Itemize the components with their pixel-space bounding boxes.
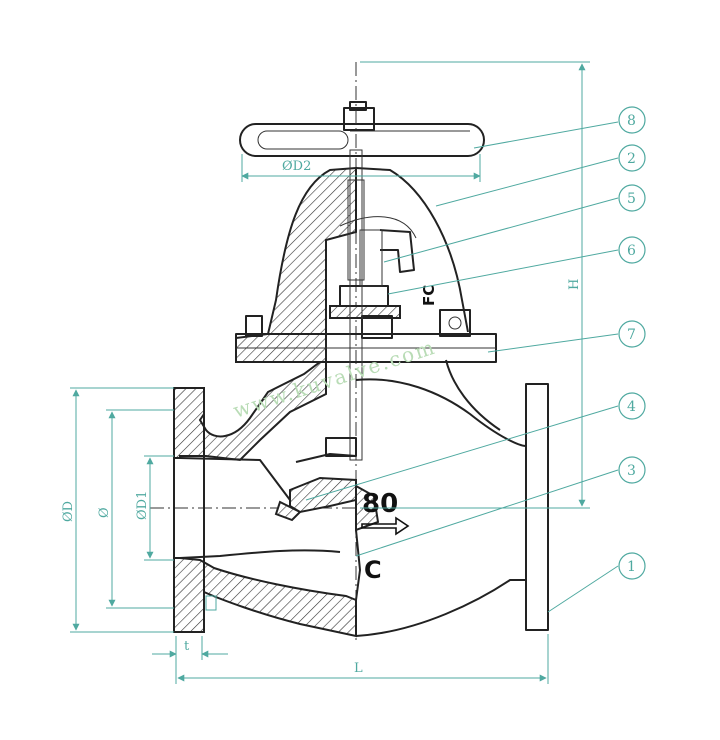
dim-flange-outer: ØD bbox=[61, 501, 76, 522]
size-marking: 80 bbox=[362, 489, 398, 519]
dim-bolt-circle: Ø bbox=[97, 507, 112, 518]
dim-flange-thickness: t bbox=[184, 639, 190, 654]
callout-label: 8 bbox=[627, 113, 636, 129]
callout-label: 6 bbox=[627, 243, 636, 259]
callout-8: 8 bbox=[618, 106, 646, 134]
dimensions: ØD2 H ØD Ø ØD1 t L bbox=[61, 61, 590, 684]
callout-label: 2 bbox=[627, 151, 636, 167]
dim-handwheel-diameter: ØD2 bbox=[282, 159, 311, 174]
bonnet bbox=[235, 166, 497, 363]
dim-height: H bbox=[567, 279, 582, 290]
handwheel bbox=[239, 101, 485, 157]
callout-label: 3 bbox=[627, 463, 636, 479]
callout-6: 6 bbox=[618, 236, 646, 264]
callout-label: 1 bbox=[627, 559, 636, 575]
stem bbox=[347, 149, 365, 461]
callout-1: 1 bbox=[618, 552, 646, 580]
dim-raised-face: ØD1 bbox=[135, 491, 150, 520]
callout-4: 4 bbox=[618, 392, 646, 420]
valve-body bbox=[173, 359, 549, 638]
callout-label: 5 bbox=[627, 191, 636, 207]
callout-label: 4 bbox=[627, 399, 636, 415]
body-markings: FC 80 C bbox=[361, 285, 438, 584]
callout-7: 7 bbox=[618, 320, 646, 348]
callout-2: 2 bbox=[618, 144, 646, 172]
callout-label: 7 bbox=[627, 327, 636, 343]
fc-marking: FC bbox=[420, 285, 438, 306]
callout-5: 5 bbox=[618, 184, 646, 212]
callout-3: 3 bbox=[618, 456, 646, 484]
flow-arrow-icon bbox=[361, 516, 410, 536]
class-marking: C bbox=[364, 556, 382, 584]
dim-length: L bbox=[354, 661, 363, 676]
callout-leaders bbox=[305, 121, 619, 613]
